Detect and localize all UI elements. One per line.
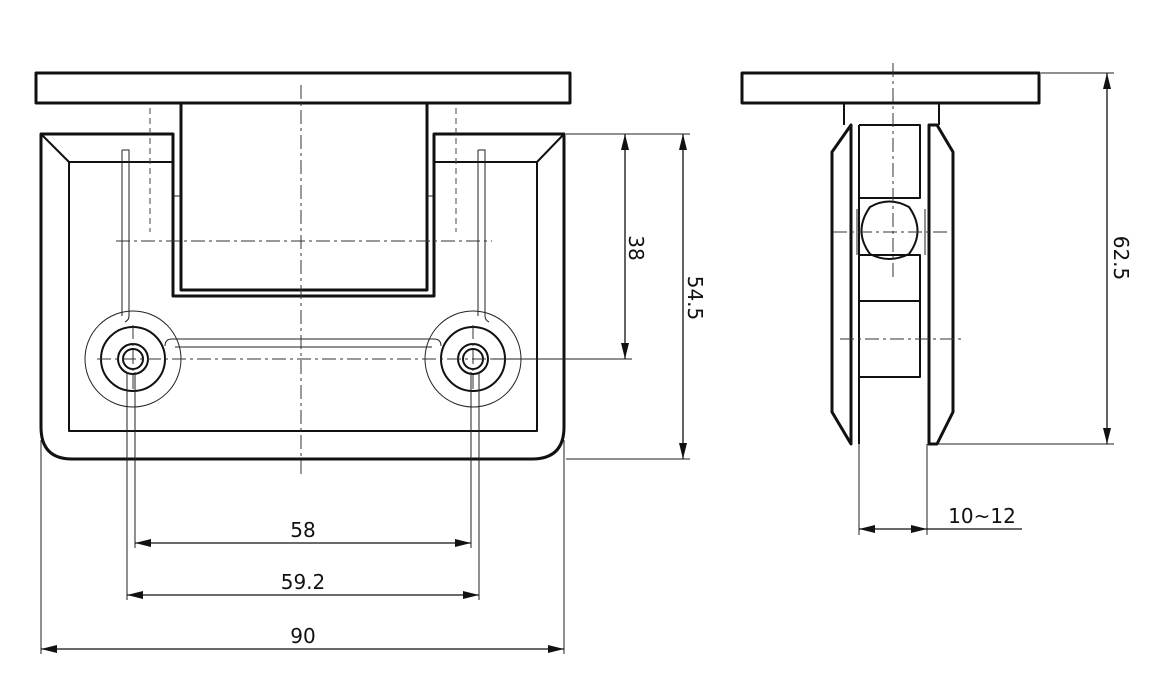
front-neck — [179, 103, 429, 292]
front-view — [34, 71, 572, 476]
side-mounting-plate — [740, 71, 1041, 105]
dim-38-label: 38 — [624, 235, 648, 260]
dim-10-12-label: 10~12 — [948, 504, 1016, 528]
front-body-bevel — [68, 161, 538, 432]
front-mounting-plate — [34, 71, 572, 105]
side-pivot-housing — [856, 209, 926, 255]
side-left-clamp — [830, 123, 853, 446]
side-neck — [843, 103, 940, 125]
dim-58-label: 58 — [290, 518, 315, 542]
front-body-outer — [39, 132, 566, 461]
dim-59-2-label: 59.2 — [281, 570, 326, 594]
front-gasket-channel — [121, 149, 490, 348]
dimension-lines — [40, 72, 1114, 654]
side-right-clamp — [927, 123, 955, 446]
front-neck-inner — [172, 195, 435, 297]
side-pivot — [860, 200, 919, 260]
front-bevel-corners — [40, 133, 565, 163]
dim-54-5-label: 54.5 — [683, 276, 707, 321]
side-view — [740, 63, 1041, 446]
dim-62-5-label: 62.5 — [1109, 236, 1133, 281]
dim-90-label: 90 — [290, 624, 315, 648]
